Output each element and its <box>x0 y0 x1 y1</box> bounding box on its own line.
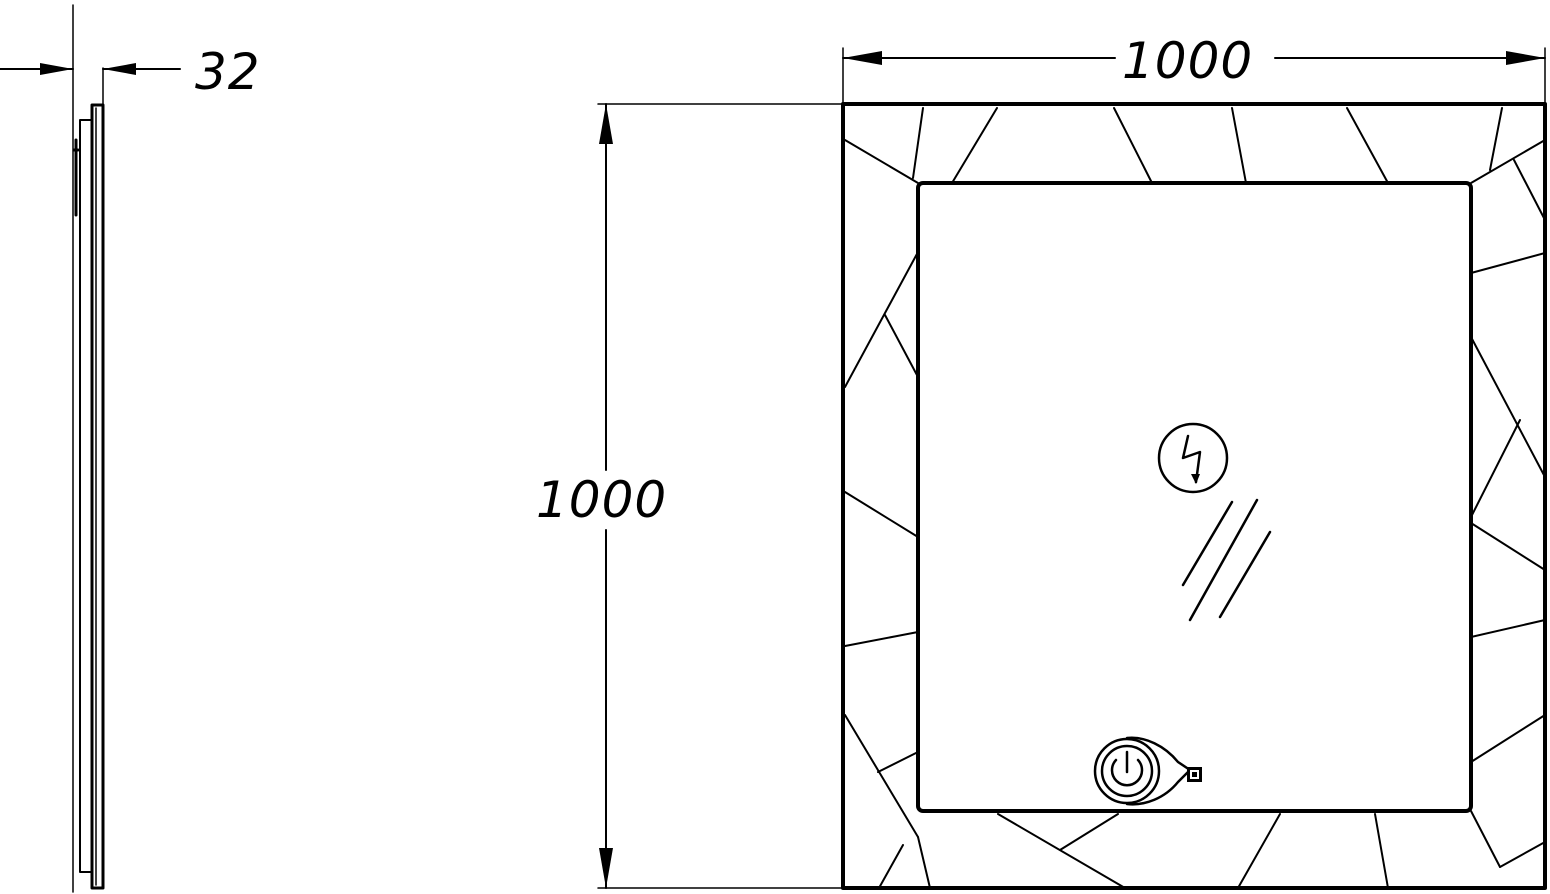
side-bracket <box>72 138 80 217</box>
side-mounting-frame <box>79 119 93 873</box>
width-dimension-label: 1000 <box>1122 32 1253 90</box>
depth-arrow-left <box>40 63 73 75</box>
lightning-icon <box>1157 422 1229 494</box>
side-view: 32 <box>0 4 261 893</box>
mirror-outer-frame <box>841 102 1547 890</box>
mirror-inner-panel <box>916 181 1473 813</box>
depth-dimension-label: 32 <box>195 43 261 101</box>
height-dimension-label: 1000 <box>536 471 667 529</box>
decorative-pattern <box>844 107 1546 889</box>
width-arrow-left <box>843 51 882 65</box>
mirror-reflection-marks <box>1181 498 1272 622</box>
power-icon[interactable] <box>1093 736 1202 806</box>
side-mirror-body <box>90 103 105 890</box>
depth-arrow-right <box>103 63 136 75</box>
height-arrow-top <box>599 104 613 144</box>
width-arrow-right <box>1506 51 1545 65</box>
height-arrow-bottom <box>599 848 613 888</box>
front-view: 1000 1000 <box>536 32 1547 890</box>
